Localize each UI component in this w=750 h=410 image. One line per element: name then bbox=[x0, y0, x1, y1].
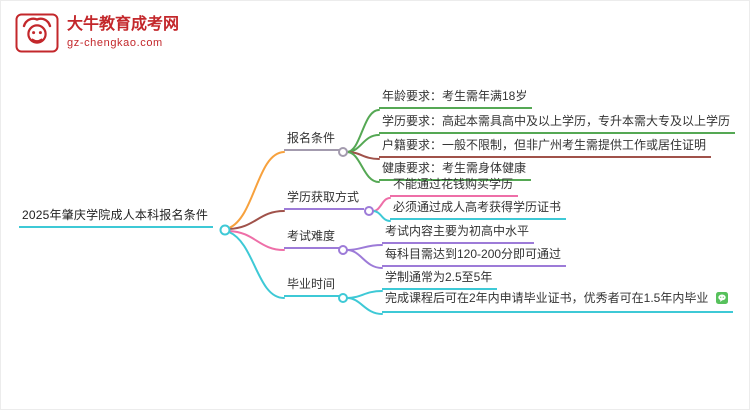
edge-root-to-degree-method bbox=[228, 210, 285, 230]
node-no-buying-degree: 不能通过花钱购买学历 bbox=[390, 175, 519, 197]
node-age-requirement: 年龄要求：考生需年满18岁 bbox=[379, 87, 533, 109]
edge-pass-score bbox=[346, 249, 383, 269]
signup-conditions-joint-circle bbox=[338, 147, 348, 157]
node-pass-score: 每科目需达到120-200分即可通过 bbox=[382, 245, 567, 267]
node-must-pass-exam: 必须通过成人高考获得学历证书 bbox=[390, 198, 567, 220]
node-root-title: 2025年肇庆学院成人本科报名条件 bbox=[19, 206, 214, 228]
edge-exam-content bbox=[346, 244, 383, 251]
node-residence-requirement: 户籍要求：一般不限制，但非广州考生需提供工作或居住证明 bbox=[379, 136, 712, 158]
edge-must-pass-exam bbox=[372, 210, 391, 222]
edge-study-length bbox=[346, 290, 383, 299]
degree-method-joint-circle bbox=[364, 206, 374, 216]
node-exam-content: 考试内容主要为初高中水平 bbox=[382, 222, 535, 244]
node-graduation-detail-label: 完成课程后可在2年内申请毕业证书，优秀者可在1.5年内毕业 bbox=[385, 291, 709, 305]
edge-root-to-exam-difficulty bbox=[228, 230, 285, 251]
wechat-icon bbox=[715, 292, 728, 308]
node-study-length: 学制通常为2.5至5年 bbox=[382, 268, 498, 290]
site-logo[interactable]: 大牛教育成考网 gz-chengkao.com bbox=[15, 13, 179, 53]
site-domain: gz-chengkao.com bbox=[67, 36, 163, 49]
graduation-time-joint-circle bbox=[338, 293, 348, 303]
site-name: 大牛教育成考网 bbox=[67, 16, 180, 34]
edge-age-requirement bbox=[346, 109, 380, 153]
bull-icon bbox=[15, 13, 59, 53]
node-education-requirement: 学历要求：高起本需具高中及以上学历，专升本需大专及以上学历 bbox=[379, 112, 736, 134]
node-exam-difficulty: 考试难度 bbox=[284, 227, 341, 249]
node-health-requirement: 健康要求：考生需身体健康 bbox=[379, 159, 532, 181]
edge-root-to-graduation-time bbox=[228, 231, 285, 299]
edge-health-requirement bbox=[346, 151, 380, 183]
node-graduation-detail: 完成课程后可在2年内申请毕业证书，优秀者可在1.5年内毕业 bbox=[382, 289, 733, 313]
node-graduation-time: 毕业时间 bbox=[284, 275, 341, 297]
edge-no-buying-degree bbox=[372, 197, 391, 212]
edge-graduation-detail bbox=[346, 297, 383, 315]
exam-difficulty-joint-circle bbox=[338, 245, 348, 255]
root-joint-circle bbox=[219, 224, 231, 236]
node-signup-conditions: 报名条件 bbox=[284, 129, 341, 151]
node-degree-method: 学历获取方式 bbox=[284, 188, 365, 210]
edge-root-to-signup-conditions bbox=[228, 151, 285, 229]
